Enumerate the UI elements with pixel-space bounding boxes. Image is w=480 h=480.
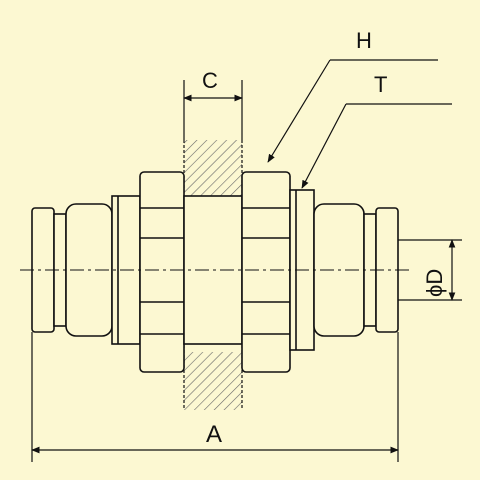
label-d: ϕD: [422, 269, 447, 297]
bulkhead-panel: [183, 140, 243, 410]
left-hex-nut: [139, 171, 185, 373]
leader-h: [267, 59, 438, 163]
dimension-c: [183, 80, 243, 140]
dimension-a: [31, 332, 399, 462]
label-t: T: [374, 72, 387, 97]
label-h: H: [356, 28, 372, 53]
leader-t: [301, 103, 452, 189]
label-a: A: [206, 421, 222, 448]
right-hex-nut: [241, 171, 291, 373]
dimension-d: [398, 239, 462, 301]
label-c: C: [202, 68, 218, 93]
fitting-body: [31, 171, 399, 373]
